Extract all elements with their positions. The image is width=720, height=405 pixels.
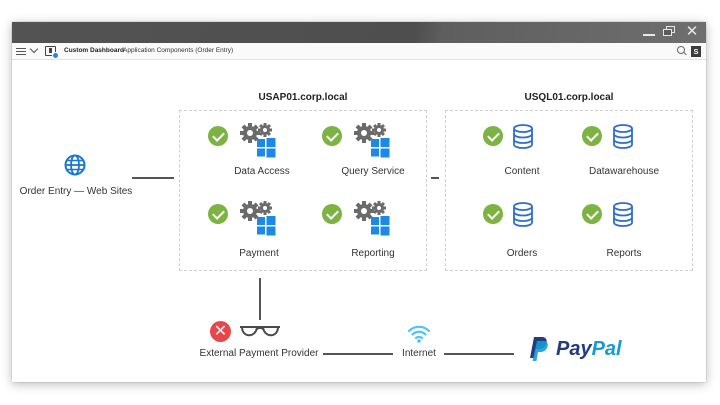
paypal-wordmark: PayPal [556, 338, 622, 361]
status-ok-icon [582, 126, 602, 146]
status-ok-icon [208, 204, 228, 224]
glasses-icon [240, 326, 280, 337]
status-ok-icon [208, 126, 228, 146]
s-badge[interactable]: S [691, 46, 701, 57]
database-icon [613, 202, 633, 227]
menu-icon[interactable] [16, 48, 26, 55]
connector-app-db [431, 177, 439, 179]
status-ok-icon [582, 204, 602, 224]
component-label: Datawarehouse [588, 166, 660, 177]
component-label: Content [504, 166, 540, 177]
component-label: Data Access [234, 166, 290, 177]
app-server-title: USAP01.corp.local [258, 92, 348, 103]
component-label: Payment [239, 248, 279, 259]
paypal-logo [530, 337, 548, 361]
database-icon [513, 124, 533, 149]
chevron-down-icon[interactable] [29, 44, 39, 54]
gears-windows-icon [354, 201, 390, 236]
component-label: Reports [606, 248, 642, 259]
dashboard-badge [52, 52, 59, 59]
globe-icon [64, 154, 86, 176]
database-icon [513, 202, 533, 227]
app-window: ✕ Custom Dashboard Application Component… [12, 22, 706, 382]
connector-external-internet [323, 353, 393, 355]
connector-source-app [132, 177, 174, 179]
close-icon[interactable]: ✕ [685, 23, 699, 40]
dashboard-icon[interactable] [45, 46, 56, 56]
paypal-wordmark-pay: Pay [556, 338, 592, 360]
component-label: Orders [506, 248, 538, 259]
external-label: External Payment Provider [199, 348, 319, 359]
db-server-title: USQL01.corp.local [524, 92, 614, 103]
source-label: Order Entry — Web Sites [19, 186, 133, 197]
status-error-icon: ✕ [210, 321, 231, 342]
status-ok-icon [322, 204, 342, 224]
diagram-canvas: USAP01.corp.local USQL01.corp.local Orde… [12, 60, 706, 382]
gears-windows-icon [240, 201, 276, 236]
toolbar: Custom Dashboard Application Components … [12, 43, 706, 60]
restore-icon[interactable] [661, 25, 679, 39]
app-server-group [179, 110, 427, 271]
gears-windows-icon [354, 123, 390, 158]
wifi-icon [407, 325, 431, 343]
connector-internet-provider [444, 353, 514, 355]
component-label: Reporting [351, 248, 395, 259]
internet-label: Internet [402, 348, 436, 359]
gears-windows-icon [240, 123, 276, 158]
title-bar: ✕ [12, 22, 706, 43]
search-icon[interactable] [677, 46, 686, 55]
component-label: Query Service [341, 166, 405, 177]
status-ok-icon [483, 126, 503, 146]
dashboard-name[interactable]: Custom Dashboard [64, 47, 124, 54]
minimize-icon[interactable] [640, 25, 658, 39]
database-icon [613, 124, 633, 149]
paypal-wordmark-pal: Pal [591, 338, 622, 360]
status-ok-icon [483, 204, 503, 224]
connector-app-external [259, 278, 261, 320]
dashboard-subtitle: Application Components (Order Entry) [123, 47, 234, 54]
db-server-group [445, 110, 693, 271]
status-ok-icon [322, 126, 342, 146]
